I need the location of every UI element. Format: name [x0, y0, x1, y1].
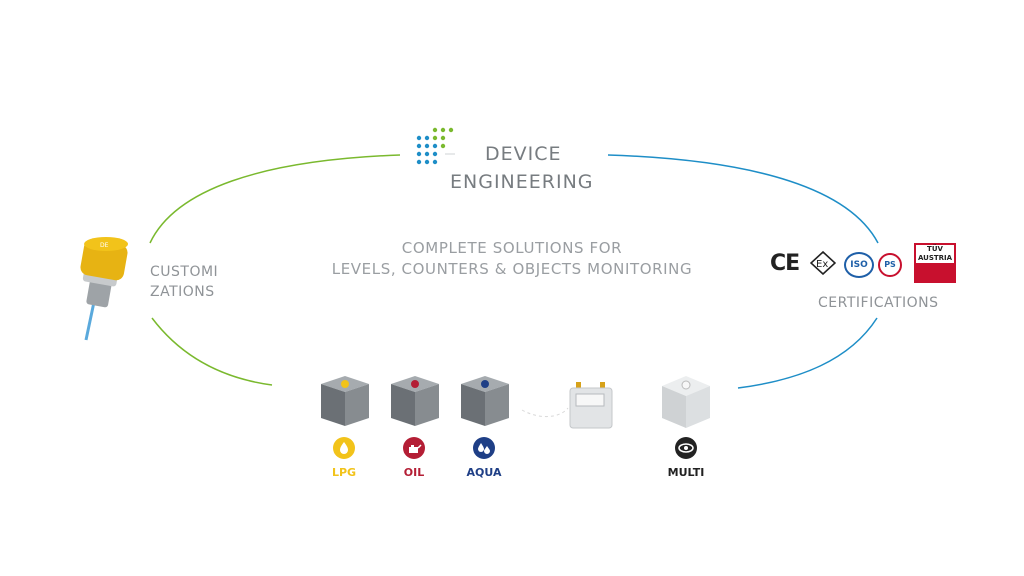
ce-mark-icon: CE [770, 251, 800, 276]
brand-name-line2: ENGINEERING [450, 171, 594, 193]
tagline-line2: LEVELS, COUNTERS & OBJECTS MONITORING [331, 260, 693, 278]
blue-arc-top [607, 154, 879, 244]
green-arc-top [149, 154, 401, 244]
custom-sensor-image: DE [80, 237, 128, 341]
tuv-austria-mark-text: TÜV AUSTRIA [916, 245, 954, 263]
ps-mark-icon: PS [878, 253, 902, 277]
svg-text:Ex: Ex [816, 259, 828, 270]
tuv-austria-mark-icon: TÜV AUSTRIA [914, 243, 956, 283]
gas-meter-image [569, 382, 613, 429]
dashed-link [521, 407, 569, 417]
product-label-oil: OIL [403, 466, 425, 479]
multi-sensor-image [662, 376, 710, 428]
product-label-multi: MULTI [667, 466, 705, 479]
lpg-sensor-image [321, 376, 369, 426]
brand-name-line1: DEVICE [485, 143, 562, 165]
oil-sensor-image [391, 376, 439, 426]
svg-text:DE: DE [100, 242, 109, 249]
iso-mark-icon: ISO [844, 252, 874, 278]
customizations-label: CUSTOMI ZATIONS [150, 264, 219, 300]
certifications-label: CERTIFICATIONS [818, 295, 939, 311]
green-arc-bottom [151, 317, 273, 386]
brand-logo-icon [416, 127, 455, 165]
tagline-line1: COMPLETE SOLUTIONS FOR [401, 239, 623, 257]
product-label-lpg: LPG [331, 466, 357, 479]
aqua-sensor-image [461, 376, 509, 426]
oil-can-icon [403, 437, 425, 459]
ex-mark-icon: Ex [810, 251, 836, 275]
eye-icon [675, 437, 697, 459]
water-drops-icon [473, 437, 495, 459]
certification-logos: CE Ex ISO PS TÜV AUSTRIA [770, 243, 960, 283]
blue-arc-bottom [737, 317, 878, 389]
product-label-aqua: AQUA [466, 466, 502, 479]
flame-drop-icon [333, 437, 355, 459]
